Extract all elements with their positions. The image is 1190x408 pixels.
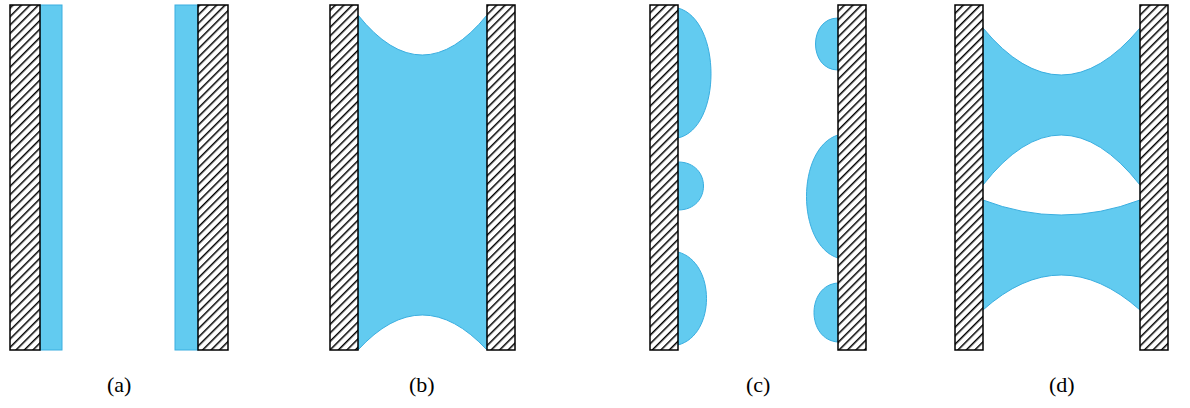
panel-label: (a): [107, 373, 131, 397]
liquid-bridge: [983, 200, 1140, 310]
wall: [10, 5, 40, 350]
droplet: [816, 18, 839, 70]
droplet: [678, 162, 704, 210]
wall: [650, 5, 678, 350]
wall: [838, 5, 866, 350]
liquid-bridge: [358, 15, 487, 350]
droplet: [807, 135, 839, 258]
wall: [1140, 5, 1168, 350]
panel-label: (d): [1049, 373, 1075, 397]
droplet: [678, 8, 711, 138]
liquid-film: [175, 5, 198, 350]
wall: [487, 5, 515, 350]
liquid-film: [40, 5, 62, 350]
panel-label: (c): [746, 373, 770, 397]
wall: [955, 5, 983, 350]
panel-label: (b): [409, 373, 435, 397]
wall: [330, 5, 358, 350]
droplet: [814, 283, 838, 342]
wall: [198, 5, 228, 350]
liquid-bridge: [983, 28, 1140, 185]
droplet: [678, 252, 707, 345]
